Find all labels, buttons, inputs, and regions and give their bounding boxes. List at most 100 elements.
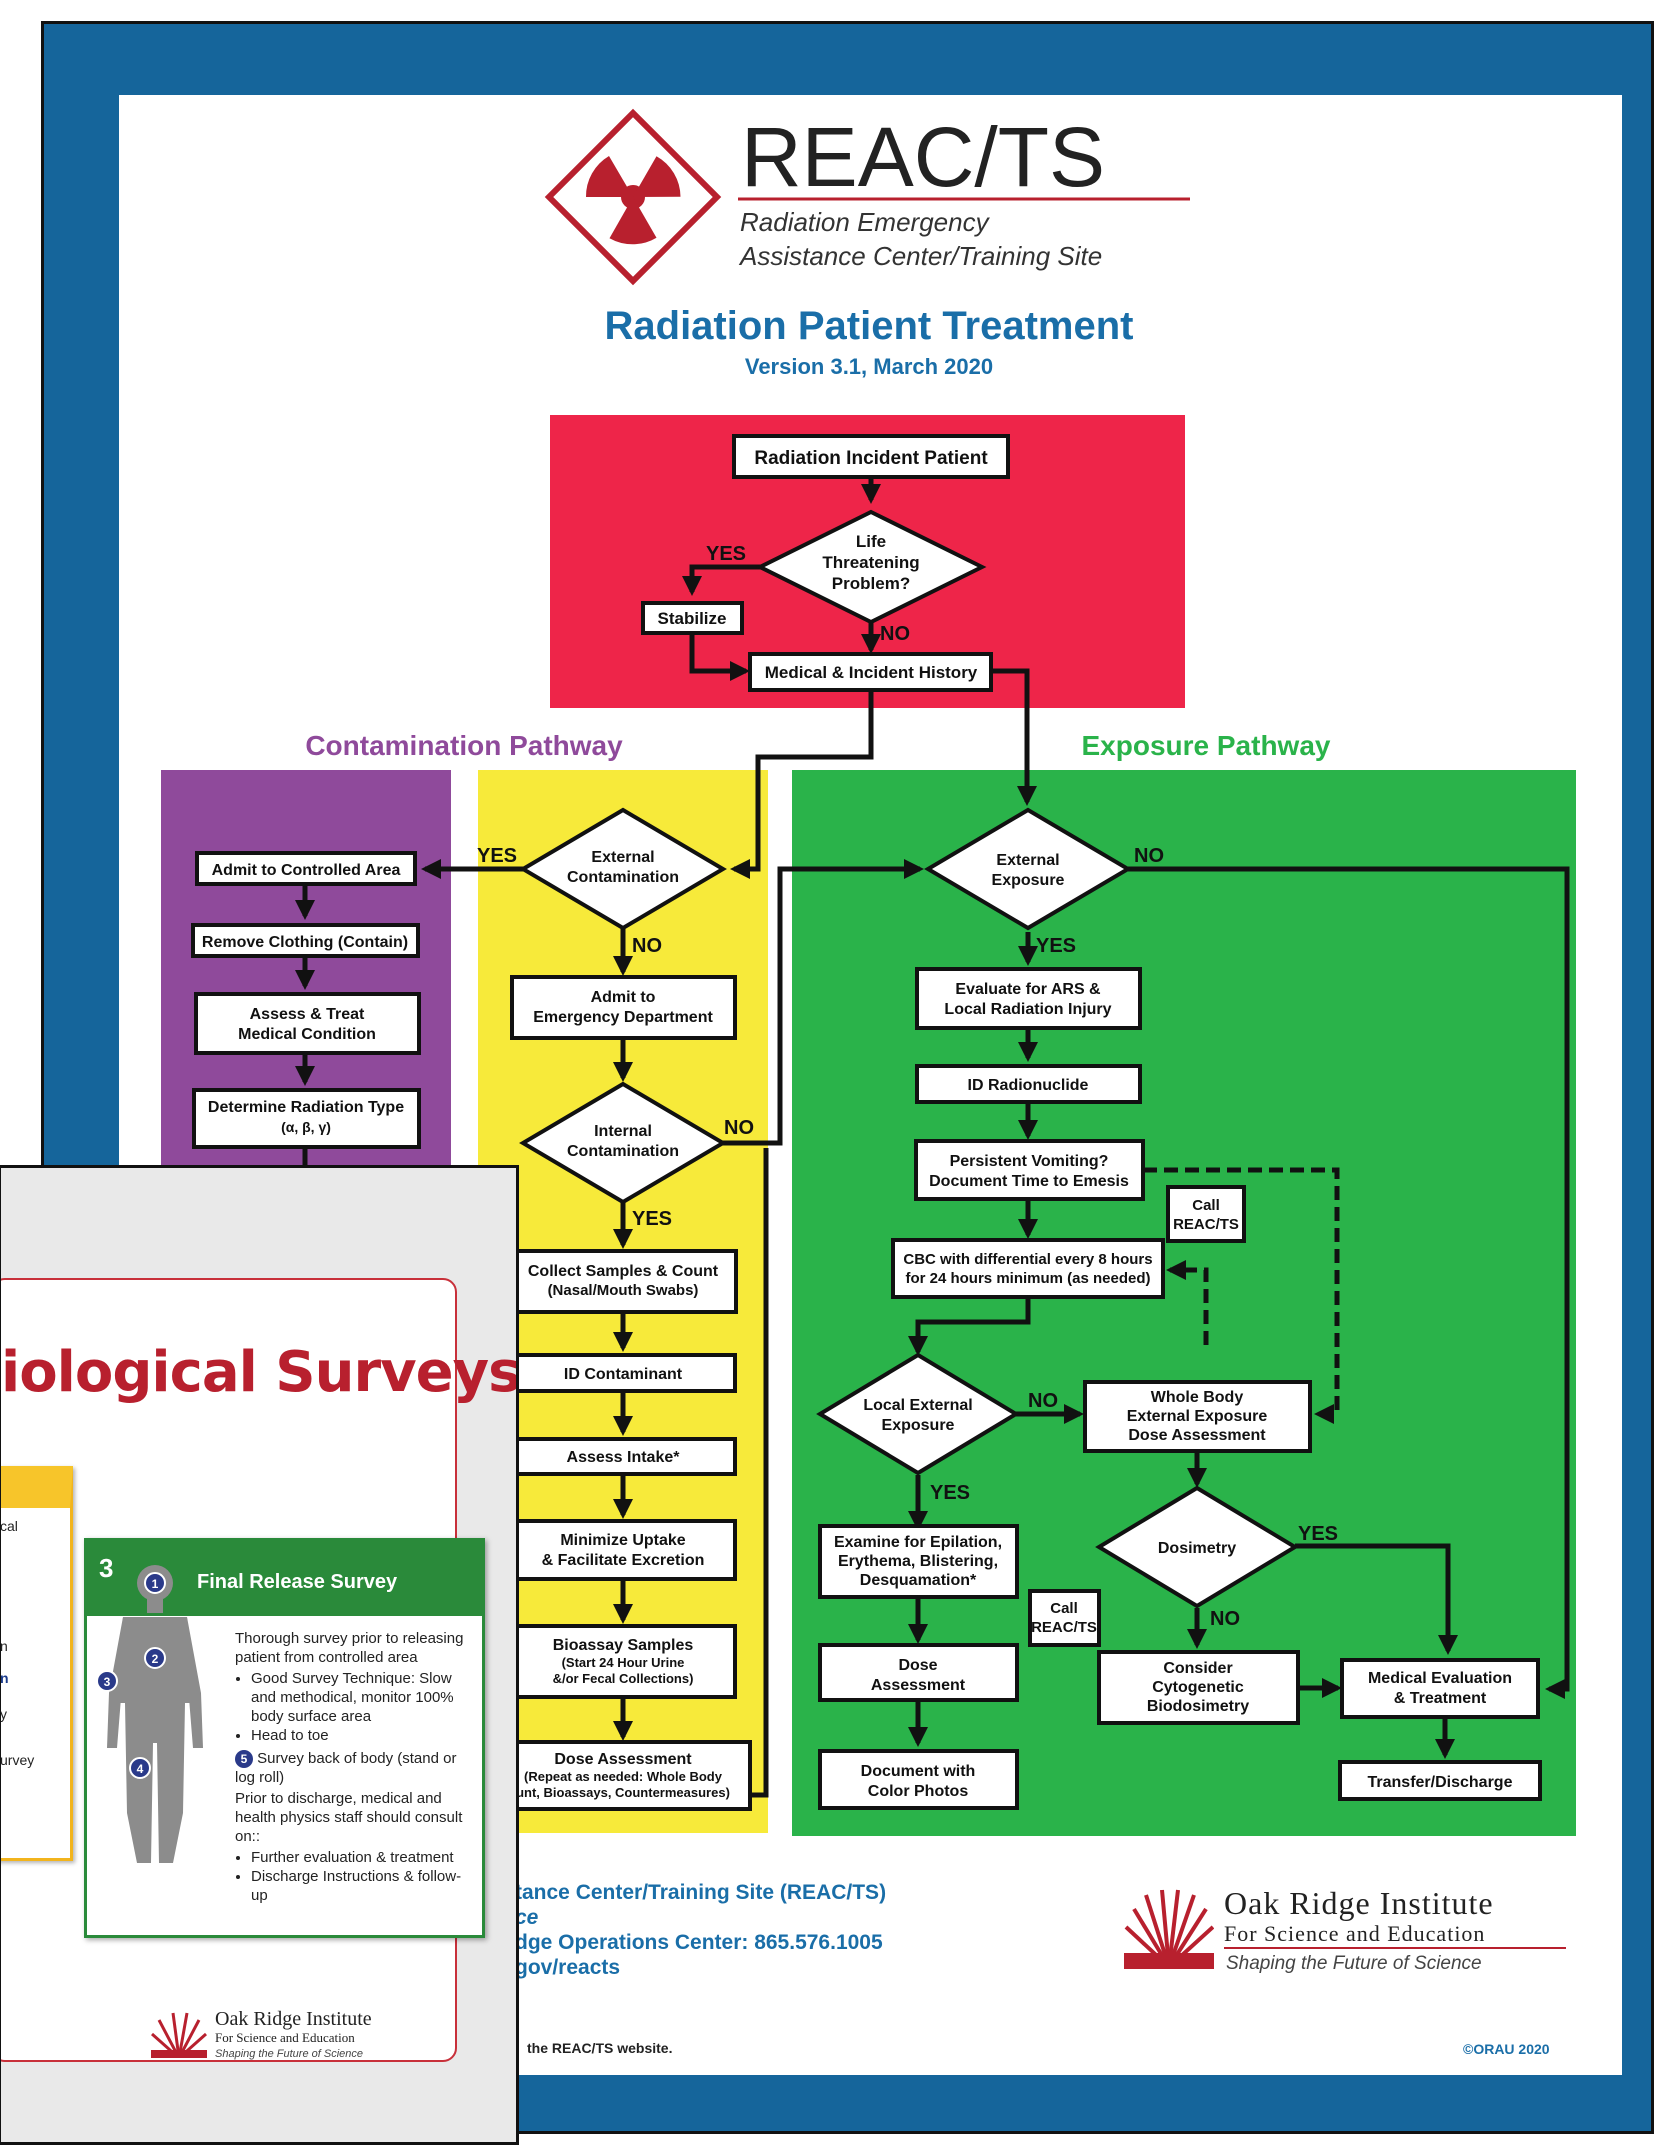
- yellow-item: y: [0, 1706, 7, 1722]
- footer-line-1: tance Center/Training Site (REAC/TS): [515, 1881, 887, 1904]
- svg-text:Dosimetry: Dosimetry: [1158, 1540, 1236, 1557]
- svg-text:Stabilize: Stabilize: [658, 609, 727, 628]
- svg-text:Erythema, Blistering,: Erythema, Blistering,: [838, 1553, 998, 1570]
- svg-text:Assess Intake*: Assess Intake*: [567, 1449, 681, 1466]
- node-persistent-vomiting: Persistent Vomiting? Document Time to Em…: [914, 1139, 1145, 1201]
- yellow-item: n: [0, 1638, 8, 1654]
- card-orise-name: Oak Ridge Institute: [215, 2008, 372, 2030]
- orise-name: Oak Ridge Institute: [1224, 1885, 1494, 1921]
- svg-text:REAC/TS: REAC/TS: [1031, 1619, 1097, 1636]
- svg-text:External: External: [591, 849, 654, 866]
- svg-text:unt, Bioassays, Countermeasure: unt, Bioassays, Countermeasures): [516, 1785, 730, 1800]
- svg-text:Contamination: Contamination: [567, 1143, 679, 1160]
- frs-step-5: 5 Survey back of body (stand or log roll…: [235, 1750, 457, 1786]
- svg-text:ID Radionuclide: ID Radionuclide: [968, 1077, 1089, 1094]
- node-evaluate-ars: Evaluate for ARS & Local Radiation Injur…: [915, 967, 1142, 1030]
- frs-bullet: Further evaluation & treatment: [251, 1848, 475, 1867]
- svg-text:Admit to Controlled Area: Admit to Controlled Area: [212, 862, 401, 879]
- svg-text:Assessment: Assessment: [871, 1677, 966, 1694]
- node-examine-epilation: Examine for Epilation, Erythema, Blister…: [818, 1524, 1019, 1599]
- node-document-photos: Document with Color Photos: [818, 1749, 1019, 1810]
- svg-text:YES: YES: [1036, 935, 1076, 957]
- svg-text:Radiation Incident Patient: Radiation Incident Patient: [754, 448, 988, 469]
- orise-tagline: Shaping the Future of Science: [1226, 1953, 1482, 1974]
- svg-text:for 24 hours minimum (as neede: for 24 hours minimum (as needed): [905, 1270, 1150, 1287]
- marker-1: 1: [152, 1577, 159, 1591]
- card-orise-subtitle: For Science and Education: [215, 2030, 355, 2045]
- radiological-surveys-card: iological Surveys cal n n y urvey 3 Fina…: [0, 1165, 519, 2145]
- node-dosimetry: Dosimetry: [1095, 1485, 1299, 1609]
- node-call-reacts-1: Call REAC/TS: [1166, 1185, 1246, 1243]
- svg-text:& Treatment: & Treatment: [1394, 1690, 1487, 1707]
- svg-text:NO: NO: [632, 935, 662, 957]
- svg-text:Transfer/Discharge: Transfer/Discharge: [1368, 1774, 1513, 1791]
- marker-2: 2: [152, 1652, 159, 1666]
- svg-text:(α, β, γ): (α, β, γ): [281, 1119, 331, 1135]
- reacts-logo: REAC/TS Radiation Emergency Assistance C…: [544, 108, 1190, 286]
- svg-text:YES: YES: [930, 1482, 970, 1504]
- marker-5: 5: [235, 1750, 253, 1768]
- node-external-contamination: External Contamination: [519, 807, 727, 931]
- final-release-survey-panel: 3 Final Release Survey 1 2 3 4 Thorough …: [84, 1538, 485, 1938]
- svg-text:ID Contaminant: ID Contaminant: [564, 1366, 683, 1383]
- frs-para-2: Prior to discharge, medical and health p…: [235, 1790, 463, 1845]
- node-incident-patient: Radiation Incident Patient: [732, 434, 1010, 479]
- svg-text:NO: NO: [880, 623, 910, 645]
- frs-step-number: 3: [99, 1553, 114, 1583]
- svg-text:Problem?: Problem?: [832, 574, 910, 593]
- node-radiation-type: Determine Radiation Type (α, β, γ): [192, 1088, 421, 1149]
- svg-text:Bioassay Samples: Bioassay Samples: [553, 1637, 694, 1654]
- svg-text:Collect Samples & Count: Collect Samples & Count: [528, 1263, 719, 1280]
- svg-text:& Facilitate Excretion: & Facilitate Excretion: [542, 1552, 705, 1569]
- node-transfer-discharge: Transfer/Discharge: [1338, 1760, 1542, 1801]
- svg-text:YES: YES: [706, 543, 746, 565]
- node-medical-evaluation: Medical Evaluation & Treatment: [1340, 1658, 1540, 1719]
- svg-text:Exposure: Exposure: [992, 872, 1065, 889]
- node-minimize-uptake: Minimize Uptake & Facilitate Excretion: [510, 1519, 737, 1581]
- node-admit-controlled-area: Admit to Controlled Area: [195, 851, 417, 886]
- svg-text:Cytogenetic: Cytogenetic: [1152, 1679, 1244, 1696]
- svg-text:Color Photos: Color Photos: [868, 1783, 969, 1800]
- node-cbc: CBC with differential every 8 hours for …: [891, 1238, 1165, 1299]
- svg-text:Biodosimetry: Biodosimetry: [1147, 1698, 1249, 1715]
- svg-text:External Exposure: External Exposure: [1127, 1408, 1268, 1425]
- marker-4: 4: [137, 1762, 144, 1776]
- yellow-item: n: [0, 1670, 9, 1686]
- svg-text:Threatening: Threatening: [822, 553, 919, 572]
- svg-text:Persistent Vomiting?: Persistent Vomiting?: [950, 1153, 1109, 1170]
- footer-contact: tance Center/Training Site (REAC/TS) ce …: [515, 1880, 886, 1980]
- yellow-panel: cal n n y urvey: [0, 1466, 73, 1861]
- logo-subtitle-1: Radiation Emergency: [740, 207, 991, 237]
- svg-text:Emergency Department: Emergency Department: [533, 1009, 713, 1026]
- node-life-threatening: Life Threatening Problem?: [755, 509, 987, 625]
- marker-3: 3: [104, 1675, 111, 1689]
- svg-text:Whole Body: Whole Body: [1151, 1389, 1244, 1406]
- version-text: Version 3.1, March 2020: [745, 354, 993, 379]
- svg-text:NO: NO: [1134, 845, 1164, 867]
- svg-text:Remove Clothing (Contain): Remove Clothing (Contain): [202, 934, 408, 951]
- node-id-contaminant: ID Contaminant: [510, 1353, 737, 1393]
- node-id-radionuclide: ID Radionuclide: [915, 1064, 1142, 1104]
- svg-text:Medical Evaluation: Medical Evaluation: [1368, 1670, 1512, 1687]
- svg-text:Dose: Dose: [898, 1657, 937, 1674]
- svg-text:REAC/TS: REAC/TS: [1173, 1216, 1239, 1233]
- orise-sunburst-icon: [1124, 1889, 1214, 1969]
- svg-text:Assess & Treat: Assess & Treat: [250, 1006, 365, 1023]
- svg-text:Dose Assessment: Dose Assessment: [554, 1751, 692, 1768]
- footer-line-3: dge Operations Center: 865.576.1005: [515, 1931, 883, 1954]
- svg-text:YES: YES: [1298, 1523, 1338, 1545]
- frs-body: Thorough survey prior to releasing patie…: [235, 1629, 475, 1909]
- node-assess-treat: Assess & Treat Medical Condition: [194, 992, 421, 1055]
- footer-note: the REAC/TS website.: [527, 2040, 673, 2056]
- svg-text:Contamination: Contamination: [567, 869, 679, 886]
- body-silhouette-icon: 1 2 3 4: [96, 1565, 203, 1863]
- node-call-reacts-2: Call REAC/TS: [1028, 1589, 1101, 1647]
- frs-bullet: Good Survey Technique: Slow and methodic…: [251, 1669, 475, 1726]
- svg-text:Dose Assessment: Dose Assessment: [1128, 1427, 1266, 1444]
- svg-text:Consider: Consider: [1163, 1660, 1232, 1677]
- svg-text:Desquamation*: Desquamation*: [860, 1572, 977, 1589]
- svg-text:Medical & Incident History: Medical & Incident History: [765, 663, 978, 682]
- svg-text:(Repeat as needed: Whole Body: (Repeat as needed: Whole Body: [524, 1769, 723, 1784]
- contamination-pathway-title: Contamination Pathway: [305, 730, 623, 761]
- svg-text:NO: NO: [1028, 1390, 1058, 1412]
